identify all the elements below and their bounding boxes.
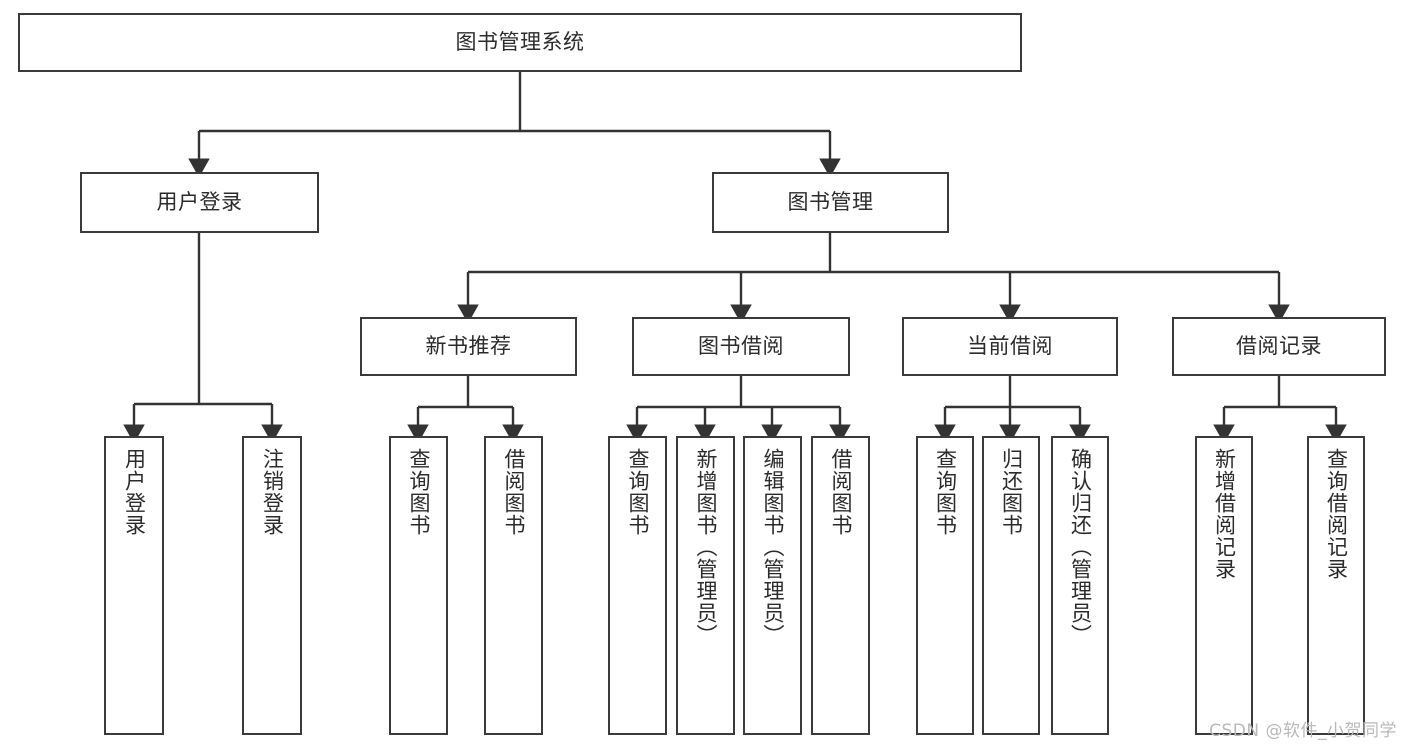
node-borrow-record[interactable]: 借阅记录	[1172, 317, 1386, 376]
node-root-label: 图书管理系统	[455, 30, 585, 55]
node-borrow-record-label: 借阅记录	[1236, 334, 1322, 359]
leaf-edit-book-label: 编辑图书（管理员）	[760, 448, 785, 646]
leaf-add-record-label: 新增借阅记录	[1212, 448, 1237, 580]
leaf-query-book-1-label: 查询图书	[406, 448, 431, 536]
leaf-add-book-label: 新增图书（管理员）	[693, 448, 718, 646]
leaf-confirm-return[interactable]: 确认归还（管理员）	[1051, 436, 1109, 735]
leaf-query-book-2[interactable]: 查询图书	[608, 436, 667, 735]
leaf-borrow-book-2[interactable]: 借阅图书	[811, 436, 870, 735]
node-book-management[interactable]: 图书管理	[712, 172, 949, 233]
leaf-return-book-label: 归还图书	[999, 448, 1024, 536]
leaf-query-book-3-label: 查询图书	[933, 448, 958, 536]
node-root[interactable]: 图书管理系统	[18, 13, 1022, 72]
leaf-query-record-label: 查询借阅记录	[1324, 448, 1349, 580]
node-current-borrow[interactable]: 当前借阅	[902, 317, 1118, 376]
leaf-query-record[interactable]: 查询借阅记录	[1307, 436, 1365, 735]
leaf-borrow-book-1-label: 借阅图书	[501, 448, 526, 536]
leaf-query-book-1[interactable]: 查询图书	[389, 436, 448, 735]
node-book-borrow[interactable]: 图书借阅	[632, 317, 850, 376]
leaf-user-login[interactable]: 用户登录	[104, 436, 164, 735]
node-new-book-recommend[interactable]: 新书推荐	[360, 317, 577, 376]
node-user-login-label: 用户登录	[156, 190, 243, 215]
leaf-edit-book[interactable]: 编辑图书（管理员）	[743, 436, 802, 735]
node-book-borrow-label: 图书借阅	[698, 334, 784, 359]
leaf-query-book-3[interactable]: 查询图书	[916, 436, 974, 735]
node-new-book-recommend-label: 新书推荐	[425, 334, 512, 359]
leaf-borrow-book-1[interactable]: 借阅图书	[484, 436, 543, 735]
leaf-borrow-book-2-label: 借阅图书	[828, 448, 853, 536]
leaf-add-book[interactable]: 新增图书（管理员）	[676, 436, 735, 735]
node-book-management-label: 图书管理	[787, 190, 874, 215]
leaf-confirm-return-label: 确认归还（管理员）	[1068, 448, 1093, 646]
node-user-login[interactable]: 用户登录	[80, 172, 319, 233]
leaf-user-login-label: 用户登录	[122, 448, 147, 536]
node-current-borrow-label: 当前借阅	[967, 334, 1053, 359]
leaf-return-book[interactable]: 归还图书	[982, 436, 1040, 735]
leaf-add-record[interactable]: 新增借阅记录	[1195, 436, 1253, 735]
leaf-logout-login[interactable]: 注销登录	[242, 436, 302, 735]
leaf-logout-login-label: 注销登录	[260, 448, 285, 536]
watermark: CSDN @软件_小贺同学	[1209, 721, 1397, 741]
leaf-query-book-2-label: 查询图书	[625, 448, 650, 536]
